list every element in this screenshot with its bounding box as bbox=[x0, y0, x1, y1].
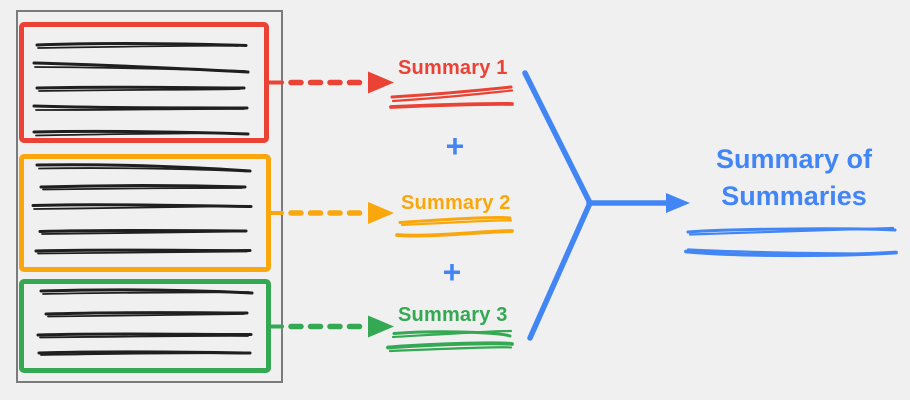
summary-2-scribble bbox=[395, 216, 514, 238]
plus-operator-1: + bbox=[445, 128, 465, 164]
document-section-3 bbox=[19, 279, 271, 373]
summary-of-summaries-label: Summary of Summaries bbox=[715, 144, 873, 211]
summary-1-label: Summary 1 bbox=[398, 57, 508, 79]
summary-1-scribble bbox=[389, 85, 514, 109]
arrow-section3-to-summary3 bbox=[269, 315, 394, 338]
arrow-section2-to-summary2 bbox=[269, 202, 394, 224]
plus-operator-2: + bbox=[442, 254, 462, 290]
summary-2-label: Summary 2 bbox=[401, 192, 511, 214]
result-scribble bbox=[684, 226, 898, 258]
document-section-2 bbox=[19, 154, 271, 272]
summary-3-label: Summary 3 bbox=[398, 304, 508, 326]
merge-arrow bbox=[522, 70, 690, 341]
arrow-section1-to-summary1 bbox=[266, 71, 394, 94]
summary-3-scribble bbox=[386, 329, 514, 353]
document-section-1 bbox=[19, 22, 269, 143]
